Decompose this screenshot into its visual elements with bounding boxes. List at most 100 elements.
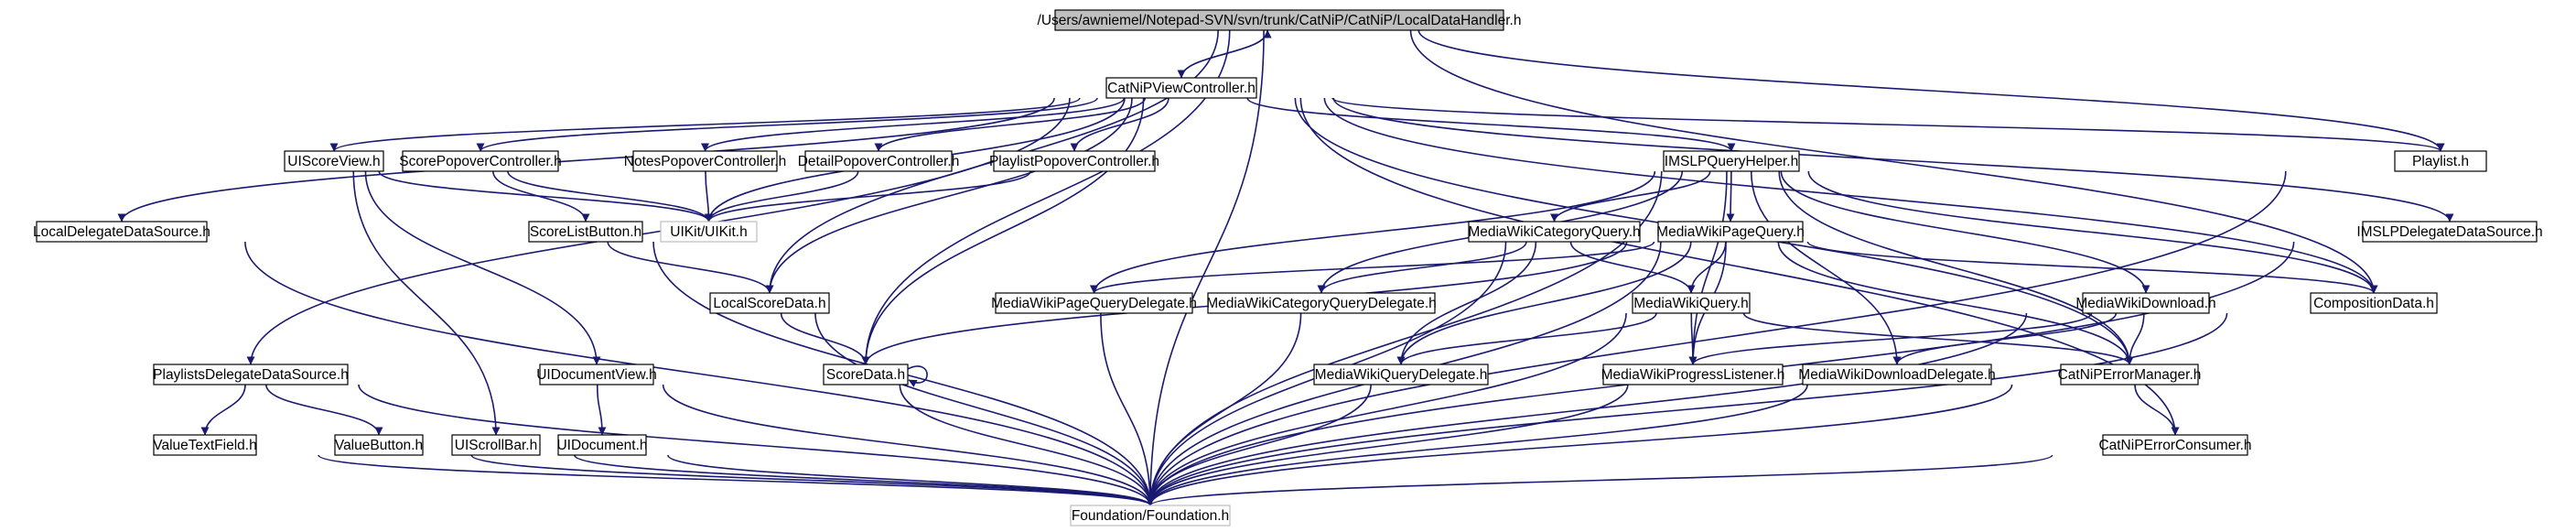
node-box-mwquerydelegate (1313, 364, 1489, 385)
node-box-errorconsumer (2102, 434, 2248, 456)
node-errorconsumer[interactable]: CatNiPErrorConsumer.h (2098, 434, 2252, 456)
edge-mwprogress-to-foundation (1146, 384, 1629, 506)
node-scorelistbutton[interactable]: ScoreListButton.h (528, 221, 643, 243)
edge-scoredata-to-foundation (899, 384, 1155, 506)
node-scoredata[interactable]: ScoreData.h (823, 364, 909, 385)
node-mwcategoryquery[interactable]: MediaWikiCategoryQuery.h (1468, 221, 1641, 243)
edge-vc-to-scoredata (861, 97, 1145, 365)
edge-scorepopover-to-uikit (507, 170, 713, 223)
node-box-uiscoreview (284, 150, 384, 172)
node-foundation[interactable]: Foundation/Foundation.h (1070, 505, 1231, 527)
node-imslp[interactable]: IMSLPQueryHelper.h (1663, 150, 1800, 172)
node-label-localdelegate: LocalDelegateDataSource.h (33, 224, 210, 240)
edge-mwquery-to-foundation (1146, 312, 1627, 506)
edge-valuetextfield-to-foundation (318, 454, 1155, 506)
node-label-playlistpopover: PlaylistPopoverController.h (989, 154, 1159, 169)
edge-uiscoreview-to-uidocumentview (364, 170, 601, 365)
node-uidocumentview[interactable]: UIDocumentView.h (536, 364, 657, 385)
node-vc[interactable]: CatNiPViewController.h (1105, 77, 1257, 99)
node-box-playlistsdelegate (153, 364, 349, 385)
edge-root-to-foundation (1146, 29, 1265, 506)
edge-mwpagequery-to-mwpagequerydelegate (1090, 241, 1655, 294)
edge-valuebutton-to-foundation (470, 454, 1155, 506)
edge-vc-to-localdelegate (117, 97, 1055, 223)
node-box-scorepopover (402, 150, 559, 172)
node-label-mwcategoryquerydelegate: MediaWikiCategoryQueryDelegate.h (1206, 296, 1437, 311)
node-box-localdelegate (36, 221, 208, 243)
edge-uidocument-to-foundation (667, 454, 1155, 506)
node-mwquerydelegate[interactable]: MediaWikiQueryDelegate.h (1313, 364, 1489, 385)
edge-vc-to-imslp (1246, 97, 1736, 152)
node-scorepopover[interactable]: ScorePopoverController.h (399, 150, 562, 172)
edge-mwpagequery-to-compositiondata (1806, 241, 2378, 294)
edge-playlistpopover-to-uikit (705, 170, 1031, 223)
node-label-mwcategoryquery: MediaWikiCategoryQuery.h (1468, 224, 1640, 240)
node-valuebutton[interactable]: ValueButton.h (334, 434, 424, 456)
node-box-playlist (2394, 150, 2487, 172)
node-label-scoredata: ScoreData.h (826, 367, 905, 383)
node-errormanager[interactable]: CatNiPErrorManager.h (2058, 364, 2202, 385)
edge-vc-to-root (1180, 29, 1272, 79)
node-mwprogress[interactable]: MediaWikiProgressListener.h (1601, 364, 1785, 385)
node-label-scorepopover: ScorePopoverController.h (399, 154, 562, 169)
node-localscoredata[interactable]: LocalScoreData.h (709, 292, 830, 314)
node-box-valuetextfield (153, 434, 257, 456)
node-mwpagequery[interactable]: MediaWikiPageQuery.h (1656, 221, 1805, 243)
edge-scorepopover-to-scorelistbutton (492, 170, 590, 223)
node-box-mwcategoryquery (1468, 221, 1641, 243)
node-label-mwquery: MediaWikiQuery.h (1633, 296, 1748, 311)
node-valuetextfield[interactable]: ValueTextField.h (153, 434, 257, 456)
edge-compositiondata-to-foundation (1146, 312, 2228, 506)
node-uikit[interactable]: UIKit/UIKit.h (660, 221, 758, 243)
node-uiscoreview[interactable]: UIScoreView.h (284, 150, 384, 172)
node-box-scoredata (823, 364, 909, 385)
node-playlistpopover[interactable]: PlaylistPopoverController.h (989, 150, 1159, 172)
node-label-root: /Users/awniemel/Notepad-SVN/svn/trunk/Ca… (1038, 13, 1522, 28)
node-uidocument[interactable]: UIDocument.h (556, 434, 648, 456)
edge-scoredata-to-scoredata (907, 365, 928, 387)
edge-mwdownload-to-foundation (1146, 312, 2028, 506)
edge-mwquery-to-errormanager (1742, 312, 2134, 365)
node-playlist[interactable]: Playlist.h (2394, 150, 2487, 172)
node-mwdownload[interactable]: MediaWikiDownload.h (2075, 292, 2216, 314)
node-notespopover[interactable]: NotesPopoverController.h (624, 150, 787, 172)
node-label-mwpagequerydelegate: MediaWikiPageQueryDelegate.h (991, 296, 1197, 311)
node-root[interactable]: /Users/awniemel/Notepad-SVN/svn/trunk/Ca… (1038, 9, 1522, 31)
node-mwpagequerydelegate[interactable]: MediaWikiPageQueryDelegate.h (991, 292, 1197, 314)
node-label-valuetextfield: ValueTextField.h (153, 438, 256, 453)
edge-mwcategoryquerydelegate-to-foundation (1146, 312, 1302, 506)
edge-mwquery-to-mwprogress (1688, 312, 1698, 365)
edge-vc-to-imslpdelegate (1332, 97, 2454, 223)
node-mwcategoryquerydelegate[interactable]: MediaWikiCategoryQueryDelegate.h (1206, 292, 1437, 314)
node-box-uidocument (557, 434, 647, 456)
node-imslpdelegate[interactable]: IMSLPDelegateDataSource.h (2356, 221, 2543, 243)
node-box-root (1054, 9, 1504, 31)
node-mwquery[interactable]: MediaWikiQuery.h (1632, 292, 1751, 314)
node-label-uiscoreview: UIScoreView.h (287, 154, 380, 169)
edge-localdelegate-to-foundation (244, 241, 1155, 506)
node-box-vc (1105, 77, 1257, 99)
edges-layer (117, 29, 2454, 506)
node-box-uidocumentview (539, 364, 654, 385)
node-playlistsdelegate[interactable]: PlaylistsDelegateDataSource.h (153, 364, 349, 385)
node-detailpopover[interactable]: DetailPopoverController.h (798, 150, 960, 172)
edge-imslp-to-mwpagequerydelegate (1090, 170, 1656, 294)
edge-mwpagequery-to-mwquerydelegate (1396, 241, 1692, 365)
edge-detailpopover-to-uikit (705, 170, 859, 223)
edge-mwpagequery-to-errormanager (1777, 241, 2134, 365)
edge-errorconsumer-to-foundation (1146, 454, 2053, 506)
edge-vc-to-scorepopover (476, 97, 1098, 152)
node-box-valuebutton (334, 434, 424, 456)
node-mwdownloaddelegate[interactable]: MediaWikiDownloadDelegate.h (1798, 364, 1996, 385)
node-label-playlistsdelegate: PlaylistsDelegateDataSource.h (153, 367, 349, 383)
edge-localscoredata-to-foundation (814, 312, 1155, 506)
edge-vc-to-playlist (1331, 97, 2445, 152)
node-compositiondata[interactable]: CompositionData.h (2310, 292, 2438, 314)
node-label-detailpopover: DetailPopoverController.h (798, 154, 960, 169)
node-box-errormanager (2060, 364, 2199, 385)
node-localdelegate[interactable]: LocalDelegateDataSource.h (33, 221, 210, 243)
node-uiscrollbar[interactable]: UIScrollBar.h (451, 434, 541, 456)
node-box-playlistpopover (993, 150, 1156, 172)
edge-playlistsdelegate-to-foundation (358, 384, 1155, 506)
edge-root-to-compositiondata (1409, 29, 2378, 294)
